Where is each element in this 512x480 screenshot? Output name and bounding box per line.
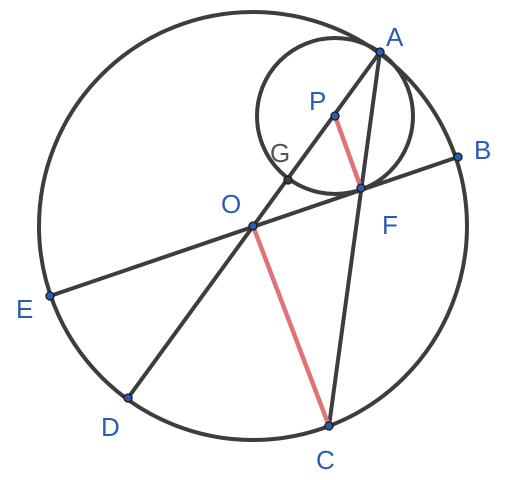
small-circle [255,36,415,196]
label-a: A [386,22,404,52]
segment-o-c-highlight [250,223,332,429]
point-a [375,47,385,57]
segment-a-c [327,50,382,428]
label-f: F [382,210,398,240]
label-p: P [309,86,326,116]
label-o: O [221,189,241,219]
label-b: B [474,135,491,165]
label-g: G [270,138,290,168]
big-circle [37,10,469,442]
point-e [45,291,55,301]
point-f [356,183,366,193]
segment-p-f-highlight [332,113,364,191]
point-c [324,421,334,431]
label-e: E [16,294,33,324]
point-p [330,111,340,121]
point-b [453,152,463,162]
point-o [248,221,258,231]
point-g [283,175,293,185]
label-c: C [316,445,335,475]
point-d [123,393,133,403]
label-d: D [101,412,120,442]
